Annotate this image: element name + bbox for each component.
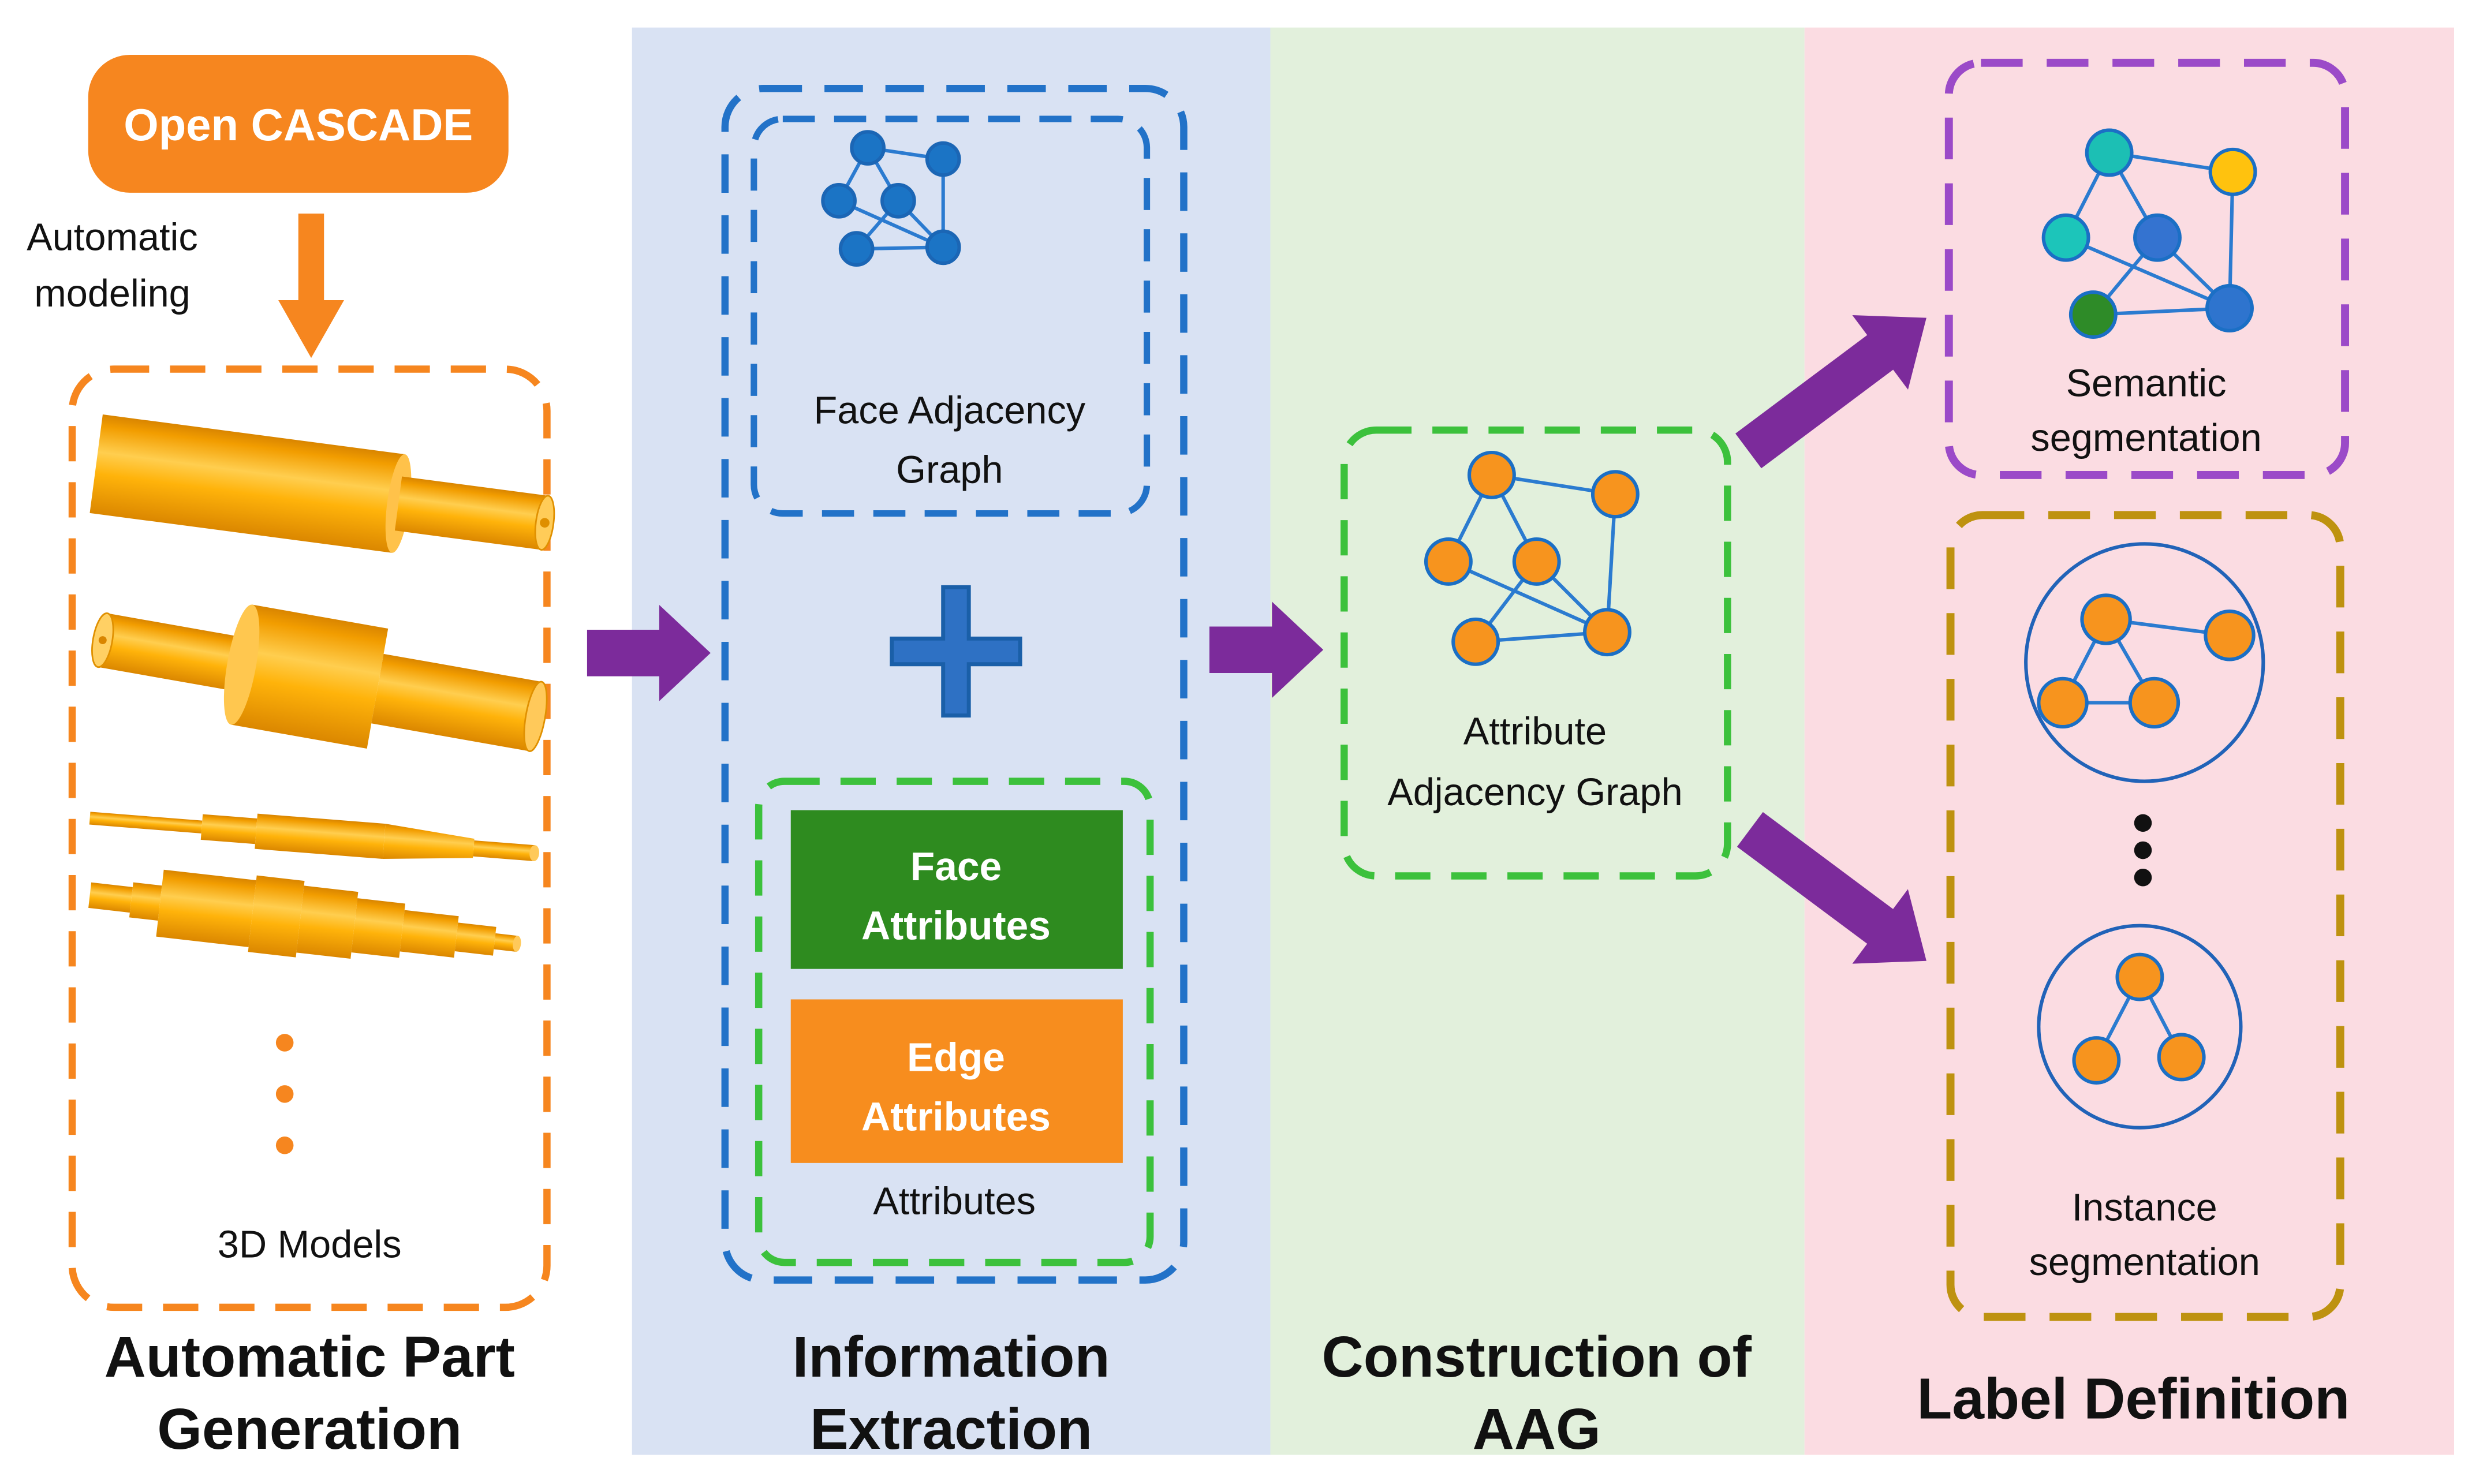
graph-node: [2080, 593, 2132, 645]
instance-ellipsis-dots: [2134, 814, 2152, 887]
stage1-title-line1: Automatic Part: [104, 1325, 515, 1389]
stage2-title-line1: Information: [793, 1325, 1110, 1389]
semantic-segmentation-graph: [2041, 128, 2257, 339]
arrow-aag-to-semantic: [1735, 315, 1926, 469]
graph-node: [2085, 128, 2134, 177]
stage2-title-line2: Extraction: [810, 1397, 1092, 1461]
semantic-caption-line2: segmentation: [2030, 417, 2261, 459]
face-attributes-line2: Attributes: [861, 903, 1051, 948]
instance-cluster-circle-bottom: [2037, 924, 2243, 1130]
semantic-caption-line1: Semantic: [2066, 362, 2227, 405]
graph-node: [2037, 676, 2089, 729]
fag-dashed-box: [750, 115, 1151, 517]
plus-icon: [890, 585, 1022, 718]
graph-node: [2041, 213, 2090, 262]
instance-caption-line2: segmentation: [2029, 1241, 2260, 1284]
down-arrow-icon: [278, 214, 344, 358]
aag-caption-line2: Adjacency Graph: [1387, 771, 1682, 814]
panel-aag-construction: [1270, 27, 1805, 1455]
flow-arrows: [587, 315, 1926, 964]
graph-node: [2133, 213, 2182, 262]
attributes-dashed-box: [755, 777, 1154, 1266]
graph-node: [2072, 1036, 2121, 1085]
extraction-outer-dashed-box: [721, 85, 1188, 1284]
face-attributes-box: [790, 810, 1123, 969]
automatic-modeling-line1: Automatic: [27, 216, 197, 259]
attribute-adjacency-graph: [1424, 450, 1640, 666]
arrow-aag-to-instance: [1737, 812, 1926, 964]
graph-node: [2204, 610, 2256, 661]
graph-node: [2115, 952, 2164, 1001]
instance-caption-line1: Instance: [2072, 1187, 2217, 1229]
arrow-generation-to-extraction: [587, 604, 711, 701]
instance-dashed-box: [1946, 511, 2344, 1321]
shaft-model-4: [88, 869, 521, 959]
stage-aag-construction: Attribute Adjacency Graph Construction o…: [1322, 426, 1752, 1461]
stage1-title-line2: Generation: [157, 1397, 462, 1461]
instance-top-graph: [2037, 593, 2256, 729]
edge-attributes-line2: Attributes: [861, 1094, 1051, 1139]
graph-node: [1451, 617, 1500, 666]
graph-node: [880, 182, 916, 219]
fag-caption-line2: Graph: [896, 449, 1003, 492]
stage4-title: Label Definition: [1917, 1366, 2350, 1431]
graph-node: [838, 231, 875, 267]
graph-node: [1590, 470, 1640, 519]
arrow-extraction-to-aag: [1209, 601, 1324, 698]
models-dashed-box: [68, 365, 551, 1311]
open-cascade-node: [88, 54, 509, 193]
graph-node: [821, 182, 857, 219]
graph-node: [925, 229, 961, 266]
open-cascade-label: Open CASCADE: [124, 100, 473, 150]
models-caption: 3D Models: [218, 1224, 402, 1266]
graph-edge: [838, 199, 944, 249]
stage-label-definition: Semantic segmentation Instance segmentat…: [1917, 58, 2350, 1431]
fag-caption-line1: Face Adjacency: [813, 390, 1085, 432]
stage-part-generation: Open CASCADE Automatic modeling: [27, 54, 555, 1461]
graph-node: [925, 141, 961, 177]
aag-dashed-box: [1341, 426, 1731, 880]
shaft-model-2: [91, 604, 548, 752]
graph-node: [1424, 537, 1473, 586]
shaft-model-1: [89, 414, 555, 553]
graph-node: [1583, 608, 1631, 657]
graph-node: [1467, 450, 1516, 499]
stage3-title-line2: AAG: [1473, 1397, 1601, 1461]
graph-edge: [1447, 560, 1608, 634]
panel-information-extraction: [632, 27, 1271, 1455]
graph-node: [2068, 290, 2118, 339]
models-ellipsis-dots: [275, 1034, 294, 1154]
stage-information-extraction: Face Adjacency Graph Face Attributes Edg…: [721, 85, 1188, 1461]
graph-node: [2157, 1033, 2206, 1082]
graph-node: [2205, 283, 2254, 332]
instance-bottom-graph: [2072, 952, 2206, 1085]
semantic-dashed-box: [1944, 58, 2350, 479]
aag-caption-line1: Attribute: [1463, 710, 1607, 753]
graph-node: [1512, 537, 1561, 586]
attributes-caption: Attributes: [873, 1180, 1036, 1223]
background-panels: [632, 27, 2454, 1455]
instance-cluster-circle-top: [2024, 542, 2265, 783]
face-adjacency-graph: [821, 130, 961, 267]
graph-node: [2128, 676, 2180, 729]
graph-node: [850, 130, 886, 166]
graph-node: [2208, 147, 2257, 196]
face-attributes-line1: Face: [910, 844, 1002, 889]
edge-attributes-box: [790, 999, 1123, 1163]
shaft-model-3: [89, 812, 539, 861]
graph-edge: [2065, 236, 2231, 310]
edge-attributes-line1: Edge: [907, 1034, 1005, 1079]
stage3-title-line1: Construction of: [1322, 1325, 1752, 1389]
automatic-modeling-line2: modeling: [34, 272, 191, 315]
